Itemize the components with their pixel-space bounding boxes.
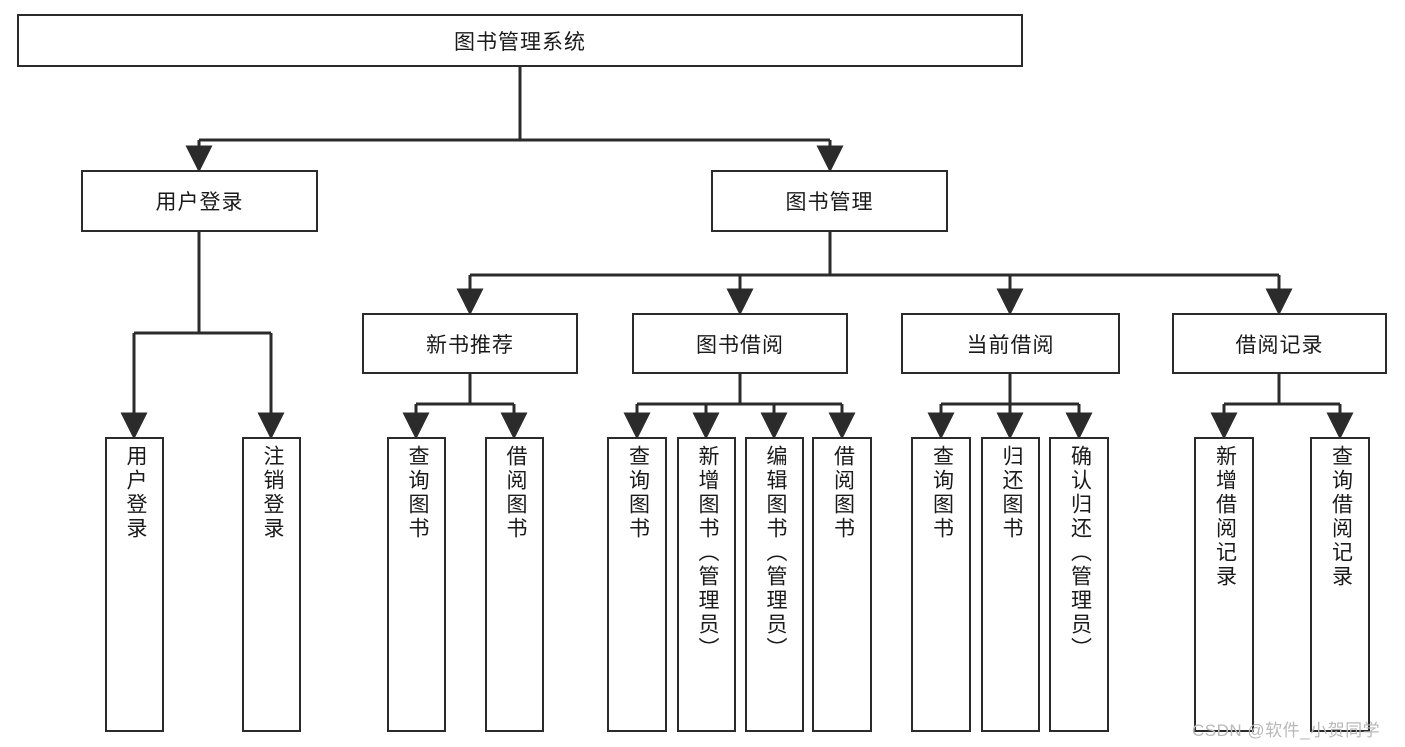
leaf-current-borrow-return[interactable]: 归还图书 bbox=[981, 437, 1040, 732]
leaf-borrow-record-query[interactable]: 查询借阅记录 bbox=[1310, 437, 1370, 732]
node-new-book-recommend[interactable]: 新书推荐 bbox=[362, 313, 578, 374]
leaf-new-book-query-label: 查询图书 bbox=[405, 445, 429, 541]
leaf-book-borrow-query[interactable]: 查询图书 bbox=[607, 437, 667, 732]
leaf-current-borrow-confirm[interactable]: 确认归还（管理员） bbox=[1049, 437, 1109, 732]
node-current-borrow-label: 当前借阅 bbox=[966, 333, 1055, 357]
leaf-current-borrow-confirm-label: 确认归还（管理员） bbox=[1068, 445, 1092, 661]
leaf-user-login-login-label: 用户登录 bbox=[123, 445, 147, 541]
leaf-book-borrow-borrow-label: 借阅图书 bbox=[831, 445, 855, 541]
node-root-system-label: 图书管理系统 bbox=[454, 30, 586, 54]
node-borrow-record[interactable]: 借阅记录 bbox=[1172, 313, 1387, 374]
node-borrow-record-label: 借阅记录 bbox=[1235, 333, 1324, 357]
leaf-current-borrow-query-label: 查询图书 bbox=[930, 445, 954, 541]
leaf-current-borrow-query[interactable]: 查询图书 bbox=[911, 437, 971, 732]
leaf-borrow-record-add[interactable]: 新增借阅记录 bbox=[1194, 437, 1254, 732]
node-book-borrow[interactable]: 图书借阅 bbox=[632, 313, 848, 374]
leaf-user-login-logout-label: 注销登录 bbox=[260, 445, 284, 541]
leaf-book-borrow-query-label: 查询图书 bbox=[626, 445, 650, 541]
leaf-new-book-query[interactable]: 查询图书 bbox=[387, 437, 446, 732]
node-user-login[interactable]: 用户登录 bbox=[81, 170, 318, 232]
leaf-user-login-login[interactable]: 用户登录 bbox=[105, 437, 164, 732]
leaf-user-login-logout[interactable]: 注销登录 bbox=[242, 437, 301, 732]
leaf-borrow-record-add-label: 新增借阅记录 bbox=[1213, 445, 1237, 589]
leaf-borrow-record-query-label: 查询借阅记录 bbox=[1329, 445, 1353, 589]
leaf-current-borrow-return-label: 归还图书 bbox=[999, 445, 1023, 541]
csdn-watermark: CSDN @软件_小贺同学 bbox=[1192, 721, 1381, 740]
node-book-borrow-label: 图书借阅 bbox=[696, 333, 784, 357]
node-current-borrow[interactable]: 当前借阅 bbox=[901, 313, 1120, 374]
leaf-book-borrow-edit-label: 编辑图书（管理员） bbox=[763, 445, 787, 661]
node-root-system[interactable]: 图书管理系统 bbox=[17, 14, 1023, 67]
leaf-book-borrow-add[interactable]: 新增图书（管理员） bbox=[677, 437, 736, 732]
node-new-book-recommend-label: 新书推荐 bbox=[426, 333, 514, 357]
node-book-manage-label: 图书管理 bbox=[785, 191, 874, 214]
leaf-book-borrow-edit[interactable]: 编辑图书（管理员） bbox=[745, 437, 804, 732]
leaf-book-borrow-borrow[interactable]: 借阅图书 bbox=[812, 437, 872, 732]
leaf-new-book-borrow[interactable]: 借阅图书 bbox=[485, 437, 544, 732]
leaf-new-book-borrow-label: 借阅图书 bbox=[503, 445, 527, 541]
leaf-book-borrow-add-label: 新增图书（管理员） bbox=[695, 445, 719, 661]
node-book-manage[interactable]: 图书管理 bbox=[711, 170, 948, 232]
node-user-login-label: 用户登录 bbox=[155, 191, 244, 214]
